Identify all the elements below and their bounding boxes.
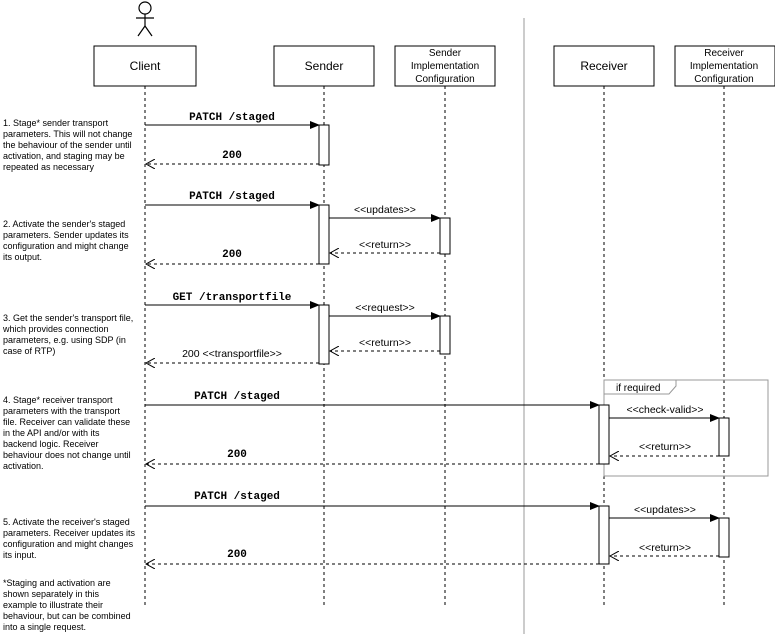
note-1-line-3: the behaviour of the sender until (3, 140, 132, 150)
response-1-label: 200 (222, 150, 242, 162)
message-2-label: PATCH /staged (189, 191, 275, 203)
client-label: Client (130, 59, 161, 73)
sender-config-label-3: Configuration (415, 74, 474, 85)
receiver-activation-5 (598, 505, 610, 565)
message-1-label: PATCH /staged (189, 112, 275, 124)
note-4-line-5: backend logic. Receiver (3, 439, 99, 449)
note-3-line-3: parameters, e.g. using SDP (in (3, 335, 126, 345)
sender-activation-3 (318, 304, 330, 365)
sender-config-box (394, 45, 496, 87)
actor-icon (136, 1, 154, 37)
note-5-line-1: 5. Activate the receiver's staged (3, 517, 130, 527)
response-5-label: 200 (227, 549, 247, 561)
note-5-line-2: parameters. Receiver updates its (3, 528, 136, 538)
fragment-label: if required (616, 383, 660, 394)
sender-activation-2 (318, 204, 330, 265)
note-2-line-2: parameters. Sender updates its (3, 230, 129, 240)
receiver-config-activation-5 (718, 517, 730, 558)
sender-config-label-2: Implementation (411, 61, 479, 72)
receiver-box (553, 45, 655, 87)
response-2-label: 200 (222, 249, 242, 261)
message-5-label: PATCH /staged (194, 491, 280, 503)
response-3-label: 200 <<transportfile>> (182, 348, 282, 360)
note-3-line-4: case of RTP) (3, 346, 55, 356)
sender-activation-1 (318, 124, 330, 166)
note-4-line-6: behaviour does not change until (3, 450, 131, 460)
message-4-label: PATCH /staged (194, 391, 280, 403)
updates-2-label: <<updates>> (354, 204, 416, 216)
footnote-line-4: behaviour, but can be combined (3, 611, 131, 621)
receiver-label: Receiver (580, 59, 627, 73)
receiver-config-box (674, 45, 775, 87)
sender-config-activation-2 (439, 217, 451, 255)
sender-config-label-1: Sender (429, 48, 462, 59)
note-4-line-4: in the API and/or with its (3, 428, 100, 438)
updates-5-label: <<updates>> (634, 504, 696, 516)
note-4-line-1: 4. Stage* receiver transport (3, 395, 113, 405)
note-4-line-2: parameters with the transport (3, 406, 121, 416)
check-valid-4-label: <<check-valid>> (626, 404, 703, 416)
note-4-line-7: activation. (3, 461, 44, 471)
if-required-fragment: if required (603, 379, 769, 477)
note-2-line-1: 2. Activate the sender's staged (3, 219, 125, 229)
receiver-config-label-1: Receiver (704, 48, 744, 59)
receiver-activation-4 (598, 404, 610, 465)
note-4-line-3: file. Receiver can validate these (3, 417, 130, 427)
footnote-line-5: into a single request. (3, 622, 86, 632)
footnote-line-1: *Staging and activation are (3, 578, 111, 588)
note-1-line-4: activation, and staging may be (3, 151, 125, 161)
note-1-line-1: 1. Stage* sender transport (3, 118, 109, 128)
message-3-label: GET /transportfile (173, 292, 292, 304)
footnote-line-3: example to illustrate their (3, 600, 103, 610)
return-2-label: <<return>> (359, 239, 411, 251)
footnote-line-2: shown separately in this (3, 589, 100, 599)
note-1-line-5: repeated as necessary (3, 162, 95, 172)
response-4-label: 200 (227, 449, 247, 461)
sender-config-activation-3 (439, 315, 451, 355)
client-box (93, 45, 197, 87)
note-3-line-2: which provides connection (2, 324, 109, 334)
return-5-label: <<return>> (639, 542, 691, 554)
note-2-line-3: configuration and might change (3, 241, 129, 251)
return-3-label: <<return>> (359, 337, 411, 349)
return-4-label: <<return>> (639, 441, 691, 453)
note-5-line-3: configuration and might changes (3, 539, 134, 549)
receiver-config-label-3: Configuration (694, 74, 753, 85)
request-3-label: <<request>> (355, 302, 415, 314)
receiver-config-label-2: Implementation (690, 61, 758, 72)
note-2-line-4: its output. (3, 252, 42, 262)
note-5-line-4: its input. (3, 550, 37, 560)
note-3-line-1: 3. Get the sender's transport file, (3, 313, 133, 323)
sender-box (273, 45, 375, 87)
receiver-config-activation-4 (718, 417, 730, 457)
note-1-line-2: parameters. This will not change (3, 129, 132, 139)
sender-label: Sender (305, 59, 344, 73)
